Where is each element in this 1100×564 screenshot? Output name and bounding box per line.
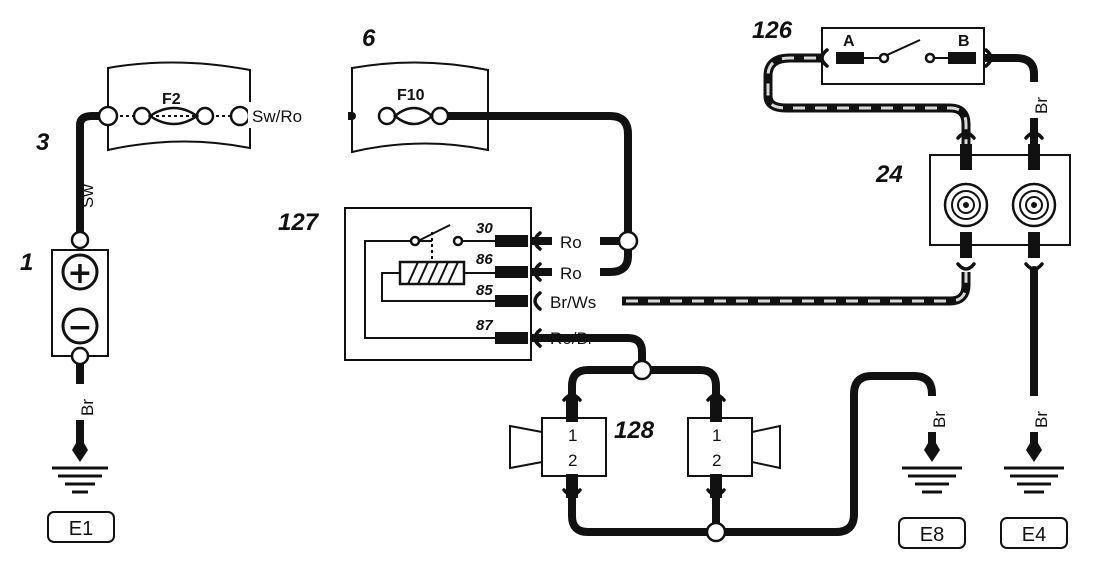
horn-left-pin-2: 2 [568, 451, 577, 470]
ground-e1: E1 [47, 436, 115, 543]
relay-pin-30: 30 [476, 220, 493, 237]
wire-code-br-ws: Br/Ws [550, 293, 596, 312]
junction-node [705, 521, 727, 543]
clock-spring [929, 131, 1071, 271]
battery-minus-symbol: − [67, 310, 92, 345]
horn-switch: A B [820, 27, 993, 85]
horn-right-pin-2: 2 [712, 451, 721, 470]
wire-code-ro-30: Ro [560, 233, 582, 252]
ground-e8: E8 [898, 436, 966, 549]
junction-node [617, 230, 639, 252]
relay-pin-87: 87 [476, 317, 493, 334]
ground-e4-label: E4 [1022, 524, 1046, 546]
wire-code-br-e1: Br [78, 399, 97, 416]
fuse-f10 [377, 106, 450, 126]
switch-terminal-a: A [843, 33, 855, 50]
label-horn-relay: 127 [278, 209, 320, 236]
label-clock-spring: 24 [875, 161, 903, 188]
wire-switch-a-dashed [763, 53, 971, 150]
label-horn-switch: 126 [752, 17, 793, 44]
switch-terminal-b: B [958, 33, 970, 50]
horn-left-pin-1: 1 [568, 426, 577, 445]
label-fuse-box-b: 6 [362, 25, 376, 52]
wire-br-ws-dashed [560, 272, 971, 306]
fuse-box-right [351, 61, 489, 154]
wire-code-ro-br: Ro/Br [550, 329, 594, 348]
wire-code-br-switch: Br [1032, 97, 1051, 114]
relay-pin-85: 85 [476, 282, 493, 299]
wire-code-sw-ro: Sw/Ro [252, 107, 302, 126]
wire-battery-to-f2 [76, 112, 112, 239]
wire-switch-b [956, 54, 1038, 154]
relay-pin-86: 86 [476, 251, 493, 268]
wire-f10-to-relay [436, 112, 632, 276]
horn-right-pin-1: 1 [712, 426, 721, 445]
wire-relay-87 [491, 334, 646, 374]
fuse-box-left [107, 61, 251, 152]
horn-right: 1 2 [687, 393, 781, 498]
label-horns: 128 [614, 417, 655, 444]
wire-code-sw: Sw [78, 184, 97, 208]
wire-horn-ground [568, 372, 936, 536]
battery: + − [51, 230, 109, 366]
wire-code-ro-86: Ro [560, 264, 582, 283]
label-fuse-box-a: 3 [36, 129, 50, 156]
wire-code-br-e8: Br [930, 411, 949, 428]
wire-code-br-e4: Br [1032, 411, 1051, 428]
ground-e1-label: E1 [69, 518, 93, 540]
horn-left: 1 2 [509, 393, 607, 498]
label-battery: 1 [20, 249, 33, 276]
horn-relay: 30 86 85 87 [344, 207, 542, 361]
battery-plus-symbol: + [67, 256, 92, 291]
junction-node [631, 359, 653, 381]
label-fuse-f2: F2 [162, 91, 181, 108]
ground-e8-label: E8 [920, 524, 944, 546]
label-fuse-f10: F10 [397, 87, 425, 104]
fuse-f2 [97, 105, 251, 127]
ground-e4: E4 [1000, 436, 1068, 549]
